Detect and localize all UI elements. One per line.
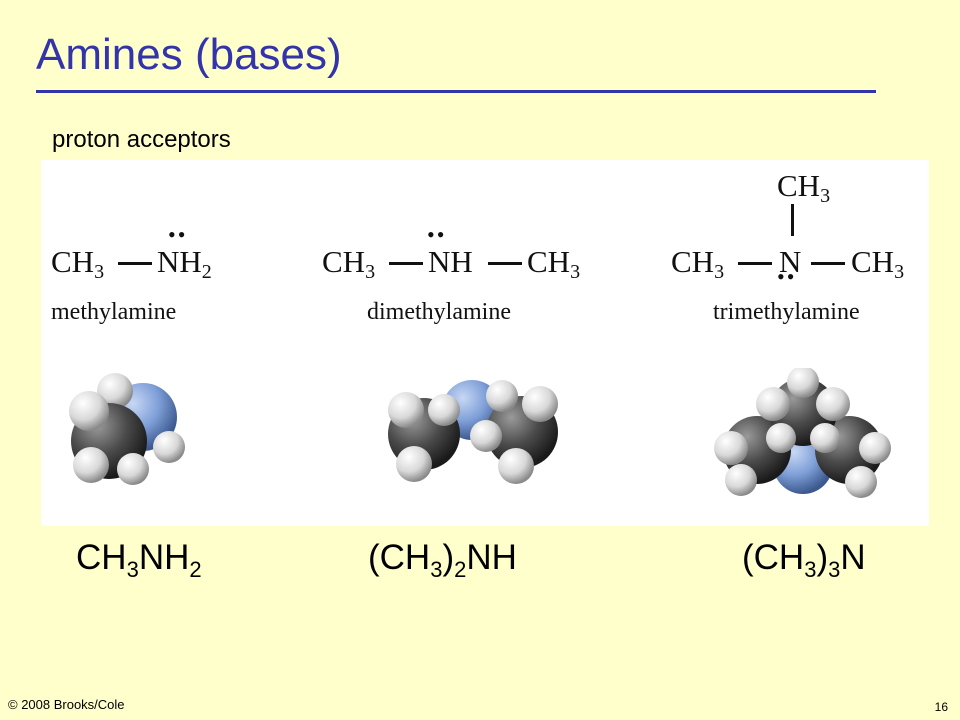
title-underline bbox=[36, 90, 876, 93]
dimethylamine-ch3-right: CH3 bbox=[527, 244, 581, 283]
methylamine-space-filling-model bbox=[69, 373, 185, 485]
trimethylamine-ch3-left: CH3 bbox=[671, 244, 725, 283]
dimethylamine-space-filling-model bbox=[388, 380, 558, 484]
slide-title: Amines (bases) bbox=[36, 30, 342, 79]
dimethylamine-bond-right bbox=[488, 262, 522, 265]
trimethylamine-formula: (CH3)3N bbox=[742, 538, 866, 582]
slide-subtitle: proton acceptors bbox=[52, 126, 231, 153]
trimethylamine-ch3-top: CH3 bbox=[777, 168, 831, 207]
trimethylamine-n: N bbox=[779, 244, 802, 279]
trimethylamine-ch3-right: CH3 bbox=[851, 244, 905, 283]
methylamine-bond bbox=[118, 262, 152, 265]
methylamine-ch3: CH3 bbox=[51, 244, 105, 283]
trimethylamine-space-filling-model bbox=[714, 368, 891, 498]
dimethylamine-bond-left bbox=[389, 262, 423, 265]
molecule-figure: CH3 •• NH2 methylamine CH3 •• NH CH3 dim… bbox=[41, 160, 929, 526]
dimethylamine-ch3-left: CH3 bbox=[322, 244, 376, 283]
trimethylamine-bond-right bbox=[811, 262, 845, 265]
methylamine-lone-pair: •• bbox=[168, 222, 188, 247]
trimethylamine-bond-left bbox=[738, 262, 772, 265]
dimethylamine-nh: NH bbox=[428, 244, 473, 279]
methylamine-formula: CH3NH2 bbox=[76, 538, 202, 582]
trimethylamine-label: trimethylamine bbox=[713, 299, 860, 325]
dimethylamine-label: dimethylamine bbox=[367, 299, 511, 325]
methylamine-label: methylamine bbox=[51, 299, 177, 325]
dimethylamine-formula: (CH3)2NH bbox=[368, 538, 517, 582]
trimethylamine-bond-top bbox=[791, 204, 794, 236]
copyright-notice: © 2008 Brooks/Cole bbox=[8, 697, 125, 712]
page-number: 16 bbox=[934, 700, 948, 714]
trimethylamine-lone-pair: •• bbox=[777, 264, 797, 289]
dimethylamine-lone-pair: •• bbox=[427, 222, 447, 247]
methylamine-nh2: NH2 bbox=[157, 244, 212, 283]
